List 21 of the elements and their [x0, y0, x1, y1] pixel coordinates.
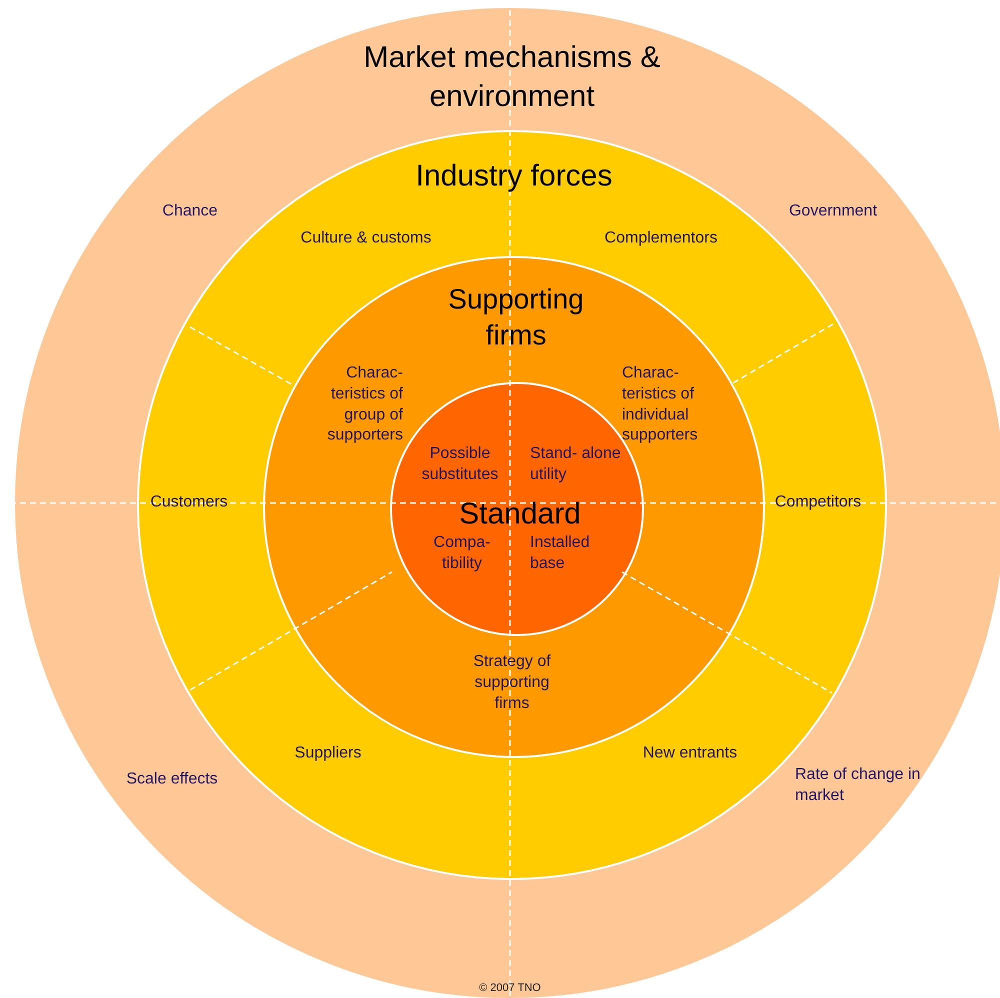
factor-label: Possible substitutes [420, 444, 500, 485]
ring-title: Market mechanisms & environment [362, 40, 662, 115]
factor-label: Suppliers [294, 744, 362, 764]
factor-label: Installed base [530, 533, 591, 574]
factor-label: Culture & customs [300, 228, 432, 249]
factor-label: Stand- alone utility [530, 444, 622, 485]
factor-label: Charac- teristics of group of supporters [326, 363, 403, 446]
factor-label: New entrants [642, 744, 738, 764]
ring-title: Industry forces [414, 158, 614, 194]
factor-label: Compa- tibility [432, 533, 492, 574]
factor-label: Complementors [604, 228, 718, 249]
factor-label: Government [788, 202, 878, 222]
ring-title: Supporting firms [447, 282, 585, 353]
factor-label: Competitors [774, 492, 862, 513]
factor-label: Chance [161, 202, 219, 222]
factor-label: Scale effects [125, 770, 219, 790]
factor-label: Rate of change in market [795, 765, 922, 806]
ring-title: Standard [458, 496, 582, 532]
copyright-note: © 2007 TNO [478, 980, 542, 996]
factor-label: Charac- teristics of individual supporters [622, 363, 699, 446]
factor-label: Strategy of supporting firms [472, 652, 552, 714]
